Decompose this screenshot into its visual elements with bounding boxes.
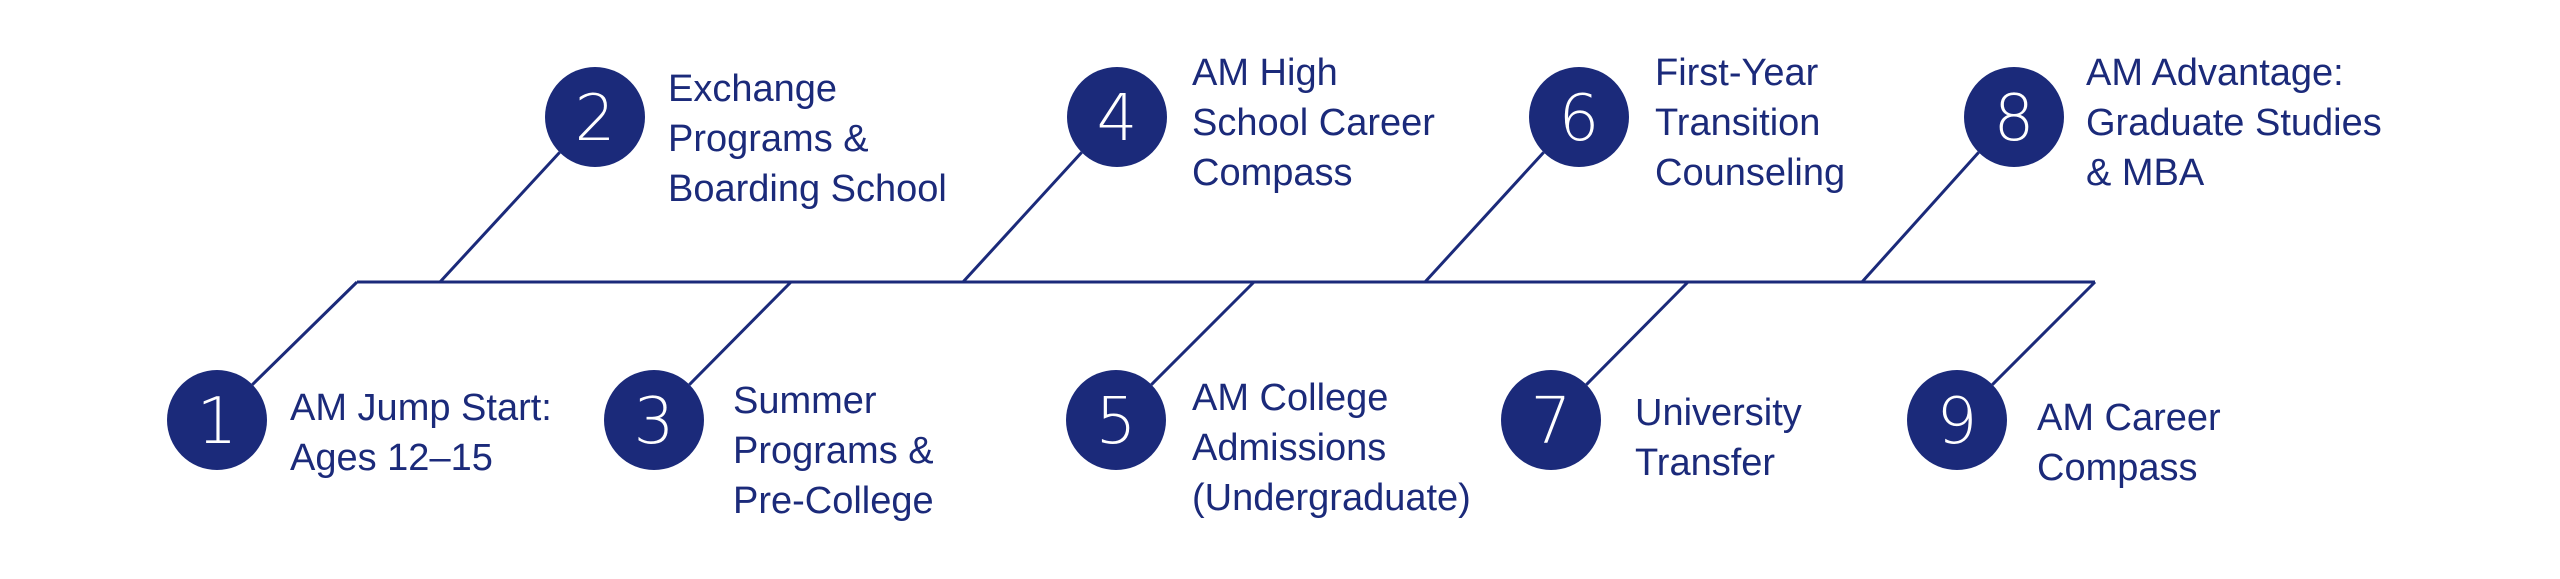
step-2-number: 2	[575, 82, 616, 156]
step-8-label-line: Graduate Studies	[2086, 102, 2382, 144]
step-8-connector	[1860, 151, 1980, 284]
step-9-label-line: AM Career	[2037, 397, 2221, 439]
step-8-number: 8	[1994, 82, 2035, 156]
step-7-label-line: Transfer	[1635, 442, 1776, 484]
step-4-number: 4	[1097, 82, 1138, 156]
step-2-circle	[545, 67, 645, 167]
step-1-label-line: Ages 12–15	[290, 437, 493, 479]
step-8-label-line: & MBA	[2086, 152, 2205, 194]
step-3-connector	[688, 280, 793, 386]
step-9-connector	[1991, 280, 2097, 386]
step-1-connector	[251, 280, 359, 386]
step-7-number: 7	[1531, 385, 1572, 459]
timeline-connectors	[251, 151, 2097, 386]
step-6-number: 6	[1559, 82, 1600, 156]
step-7-connector	[1585, 280, 1690, 386]
step-6-circle	[1529, 67, 1629, 167]
step-4-circle	[1067, 67, 1167, 167]
step-2-label-line: Programs &	[668, 118, 869, 160]
step-6-label-line: Counseling	[1655, 152, 1846, 194]
step-3-label-line: Pre-College	[733, 480, 934, 522]
step-8-circle	[1964, 67, 2064, 167]
step-5-label-line: Admissions	[1192, 427, 1387, 469]
step-1-label: AM Jump Start: Ages 12–15	[290, 383, 620, 483]
step-1-circle	[167, 370, 267, 470]
step-7-label-line: University	[1635, 392, 1802, 434]
step-5-circle	[1066, 370, 1166, 470]
step-9-circle	[1907, 370, 2007, 470]
step-4-label-line: School Career	[1192, 102, 1435, 144]
step-9-number: 9	[1937, 385, 1978, 459]
step-3-label-line: Summer	[733, 380, 877, 422]
step-5-connector	[1150, 280, 1256, 386]
step-2-label-line: Boarding School	[668, 168, 947, 210]
step-5-label-line: (Undergraduate)	[1192, 477, 1471, 519]
step-9-label-line: Compass	[2037, 447, 2198, 489]
step-7-circle	[1501, 370, 1601, 470]
step-6-label-line: First-Year	[1655, 52, 1819, 94]
step-4-label-line: Compass	[1192, 152, 1353, 194]
step-1-number: 1	[197, 385, 238, 459]
step-8-label: AM Advantage: Graduate Studies & MBA	[2086, 48, 2416, 198]
step-3-circle	[604, 370, 704, 470]
step-5-number: 5	[1096, 385, 1137, 459]
step-2-connector	[438, 151, 561, 284]
step-1-label-line: AM Jump Start:	[290, 387, 552, 429]
step-2-label-line: Exchange	[668, 68, 838, 110]
timeline-nodes: 1 2 3 4 5 6 7 8 9	[167, 67, 2064, 470]
step-4-label-line: AM High	[1192, 52, 1338, 94]
step-4-connector	[961, 151, 1083, 284]
step-8-label-line: AM Advantage:	[2086, 52, 2344, 94]
step-6-connector	[1423, 151, 1545, 284]
step-5-label-line: AM College	[1192, 377, 1389, 419]
step-3-label-line: Programs &	[733, 430, 934, 472]
step-3-number: 3	[634, 385, 675, 459]
step-6-label-line: Transition	[1655, 102, 1821, 144]
